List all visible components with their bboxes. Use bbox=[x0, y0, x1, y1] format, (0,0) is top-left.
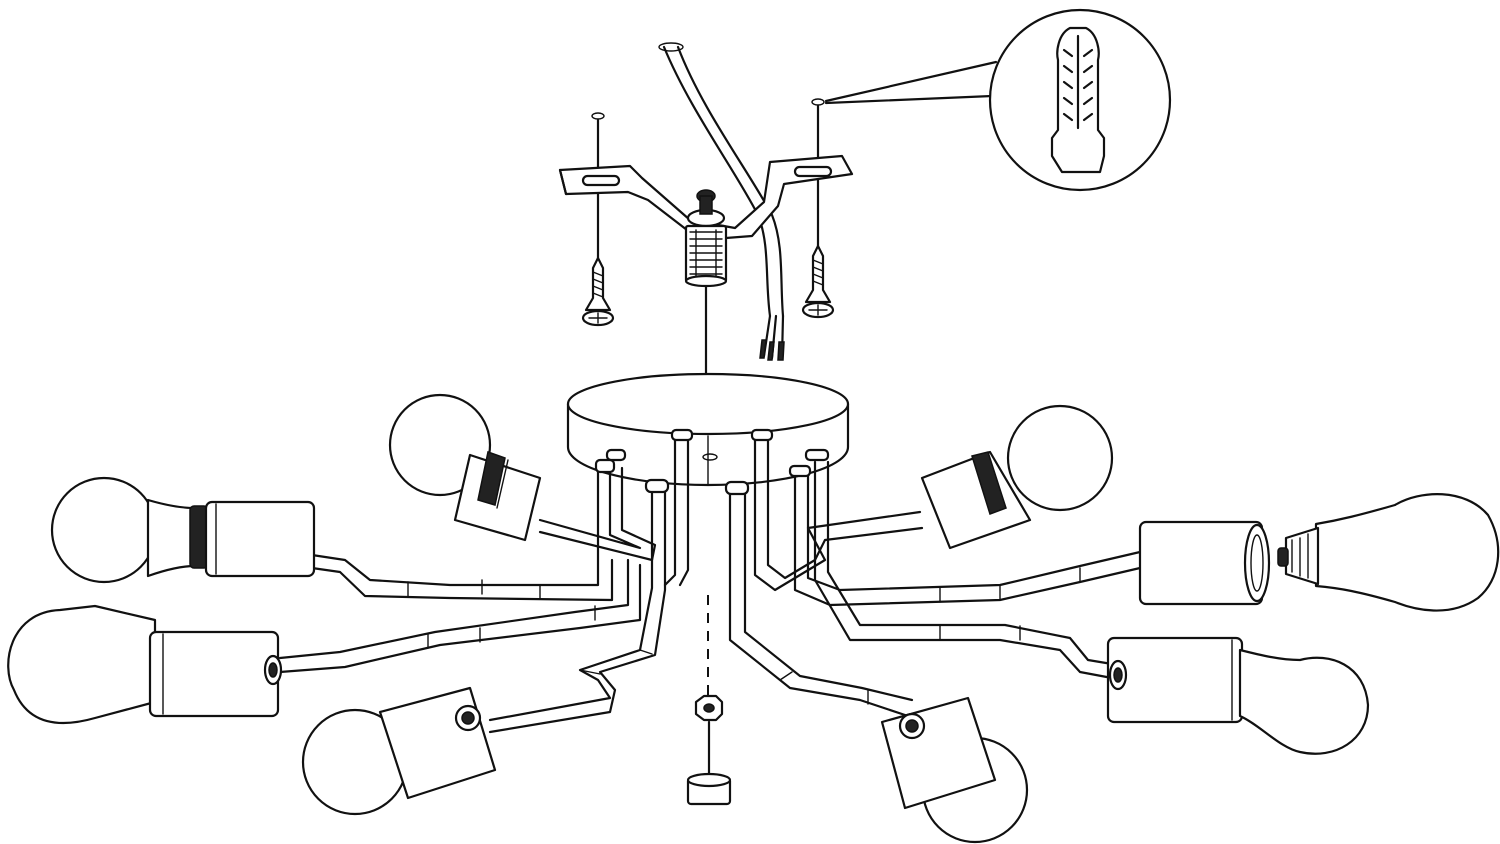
lamp-far-left bbox=[50, 476, 316, 584]
lamp-upper-left bbox=[388, 393, 542, 542]
canopy bbox=[566, 372, 850, 487]
wall-plug-callout bbox=[824, 8, 1172, 192]
lamp-upper-right bbox=[920, 404, 1114, 550]
lamp-lower-right bbox=[880, 696, 1029, 844]
screw-right bbox=[801, 244, 835, 319]
arm-stubs bbox=[594, 428, 830, 496]
threaded-rod bbox=[684, 224, 728, 288]
mounting-bracket bbox=[558, 154, 854, 242]
arm-tubes bbox=[278, 436, 1142, 734]
screw-left bbox=[581, 256, 615, 327]
lamp-left-middle bbox=[7, 604, 283, 724]
lamp-lower-left bbox=[301, 686, 497, 816]
nut-icon bbox=[694, 694, 724, 722]
bulb-separate bbox=[1277, 493, 1500, 612]
lamp-far-right bbox=[1138, 520, 1271, 606]
wire-ends bbox=[759, 314, 785, 361]
cap-nut-icon bbox=[686, 772, 732, 806]
lamp-right-middle bbox=[1106, 636, 1370, 755]
center-fixing bbox=[686, 595, 732, 806]
wall-plug-icon bbox=[1050, 26, 1106, 174]
